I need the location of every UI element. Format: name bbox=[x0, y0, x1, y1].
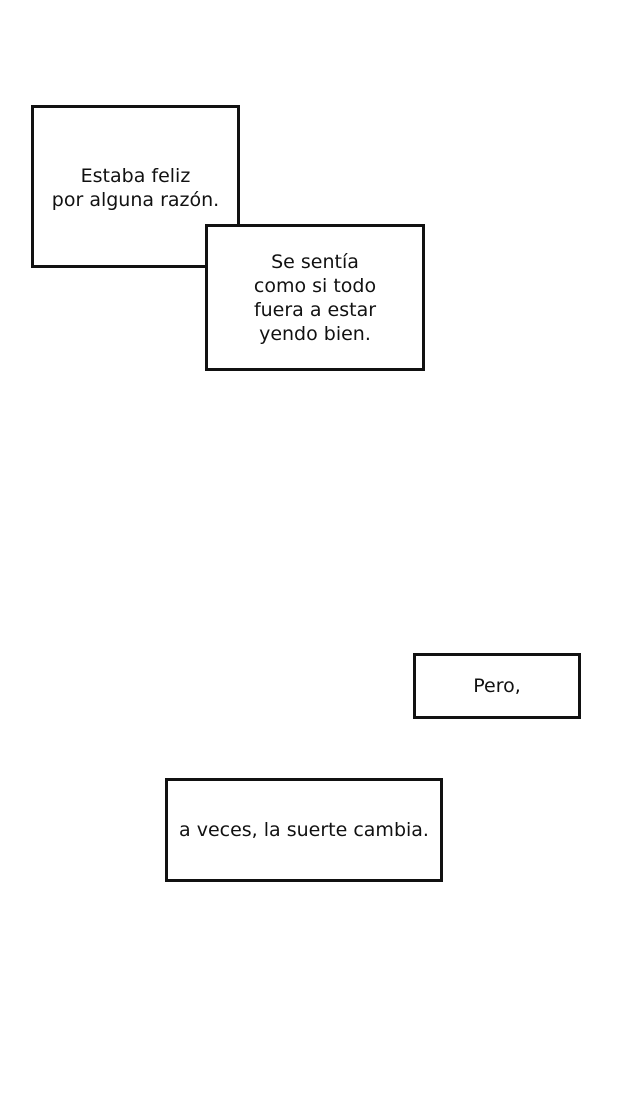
narration-line: fuera a estar bbox=[253, 298, 377, 321]
narration-line: como si todo bbox=[253, 274, 377, 297]
narration-text-2: Se sentía como si todo fuera a estar yen… bbox=[254, 250, 376, 346]
narration-line: Estaba feliz bbox=[80, 165, 191, 187]
narration-box-3: Pero, bbox=[413, 653, 581, 719]
narration-box-2: Se sentía como si todo fuera a estar yen… bbox=[205, 224, 425, 371]
narration-box-1: Estaba feliz por alguna razón. bbox=[31, 105, 240, 268]
narration-line: Pero, bbox=[473, 675, 521, 697]
narration-box-4: a veces, la suerte cambia. bbox=[165, 778, 443, 882]
narration-text-3: Pero, bbox=[473, 674, 521, 698]
narration-line: Se sentía bbox=[271, 250, 359, 273]
narration-line: a veces, la suerte cambia. bbox=[179, 819, 429, 841]
narration-text-4: a veces, la suerte cambia. bbox=[179, 818, 429, 842]
narration-line: por alguna razón. bbox=[51, 189, 220, 211]
narration-line: yendo bien. bbox=[259, 322, 371, 345]
narration-text-1: Estaba feliz por alguna razón. bbox=[52, 164, 219, 212]
